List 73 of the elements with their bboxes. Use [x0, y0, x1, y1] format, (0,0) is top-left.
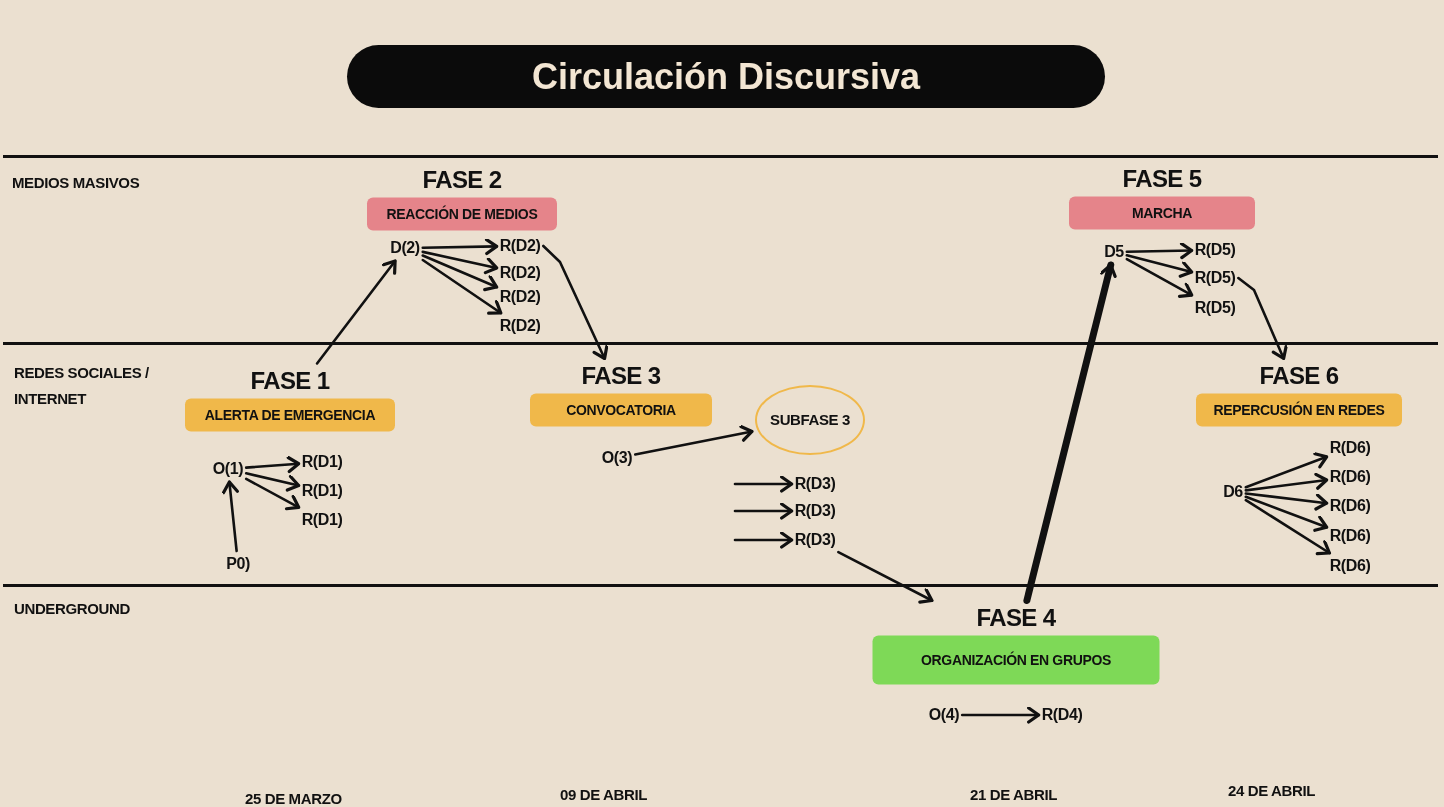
node-text: R(D6) [1329, 496, 1371, 516]
node-text: R(D2) [499, 287, 541, 307]
arrow [1023, 261, 1117, 604]
arrow [733, 502, 794, 520]
date-label: 24 DE ABRIL [1228, 781, 1315, 801]
node-text: R(D4) [1041, 705, 1083, 725]
lane-label: MEDIOS MASIVOS [12, 173, 140, 193]
phase-tag: REPERCUSIÓN EN REDES [1196, 393, 1402, 427]
date-label: 09 DE ABRIL [560, 785, 647, 805]
arrow [733, 531, 794, 549]
phase-heading: FASE 6 [1259, 361, 1339, 390]
node-text: R(D5) [1194, 298, 1236, 318]
phase-heading: FASE 5 [1122, 164, 1202, 193]
node-text: R(D6) [1329, 438, 1371, 458]
arrow [421, 254, 499, 292]
node-text: R(D6) [1329, 526, 1371, 546]
circled-label: SUBFASE 3 [755, 385, 865, 455]
date-label: 21 DE ABRIL [970, 785, 1057, 805]
node-text: R(D6) [1329, 556, 1371, 576]
date-label: 25 DE MARZO [245, 789, 342, 807]
arrow [421, 250, 499, 275]
arrow [733, 475, 794, 493]
node-text: O(1) [212, 459, 244, 479]
node-text: R(D5) [1194, 240, 1236, 260]
node-text: R(D1) [301, 481, 343, 501]
node-text: P0) [226, 554, 250, 574]
node-text: R(D2) [499, 236, 541, 256]
node-text: R(D3) [794, 501, 836, 521]
arrow [1244, 472, 1329, 492]
node-text: D5 [1104, 242, 1124, 262]
arrow [315, 259, 397, 365]
arrow [960, 706, 1041, 724]
arrow [244, 471, 301, 492]
phase-heading: FASE 1 [250, 366, 330, 395]
node-text: R(D1) [301, 452, 343, 472]
node-text: R(D6) [1329, 467, 1371, 487]
arrow [1125, 254, 1194, 278]
phase-tag: ORGANIZACIÓN EN GRUPOS [872, 635, 1160, 685]
lane-label: REDES SOCIALES / INTERNET [14, 363, 150, 409]
arrow [837, 550, 934, 604]
arrow [1244, 495, 1329, 532]
arrow [1244, 492, 1329, 511]
arrow [221, 480, 239, 553]
arrow [244, 455, 301, 474]
node-text: D6 [1223, 482, 1243, 502]
arrow [421, 258, 503, 315]
node-text: R(D5) [1194, 268, 1236, 288]
arrow [1125, 257, 1194, 298]
node-text: R(D1) [301, 510, 343, 530]
arrow [1244, 498, 1332, 556]
node-text: O(4) [928, 705, 960, 725]
phase-tag: ALERTA DE EMERGENCIA [185, 398, 395, 432]
phase-heading: FASE 2 [422, 165, 502, 194]
phase-tag: CONVOCATORIA [530, 393, 712, 427]
arrow [1244, 452, 1329, 489]
phase-tag: MARCHA [1069, 196, 1255, 230]
arrow [421, 238, 499, 256]
node-text: R(D3) [794, 530, 836, 550]
phase-tag: REACCIÓN DE MEDIOS [367, 197, 557, 231]
arrow [244, 477, 301, 511]
node-text: R(D3) [794, 474, 836, 494]
title-banner: Circulación Discursiva [347, 45, 1105, 108]
node-text: D(2) [390, 238, 420, 258]
node-text: R(D2) [499, 263, 541, 283]
node-text: O(3) [601, 448, 633, 468]
arrow [633, 424, 754, 456]
arrow [542, 244, 609, 361]
arrow [1237, 276, 1288, 361]
phase-heading: FASE 3 [581, 361, 661, 390]
phase-heading: FASE 4 [976, 603, 1056, 632]
lane-label: UNDERGROUND [14, 599, 130, 619]
arrow [1125, 242, 1194, 260]
node-text: R(D2) [499, 316, 541, 336]
